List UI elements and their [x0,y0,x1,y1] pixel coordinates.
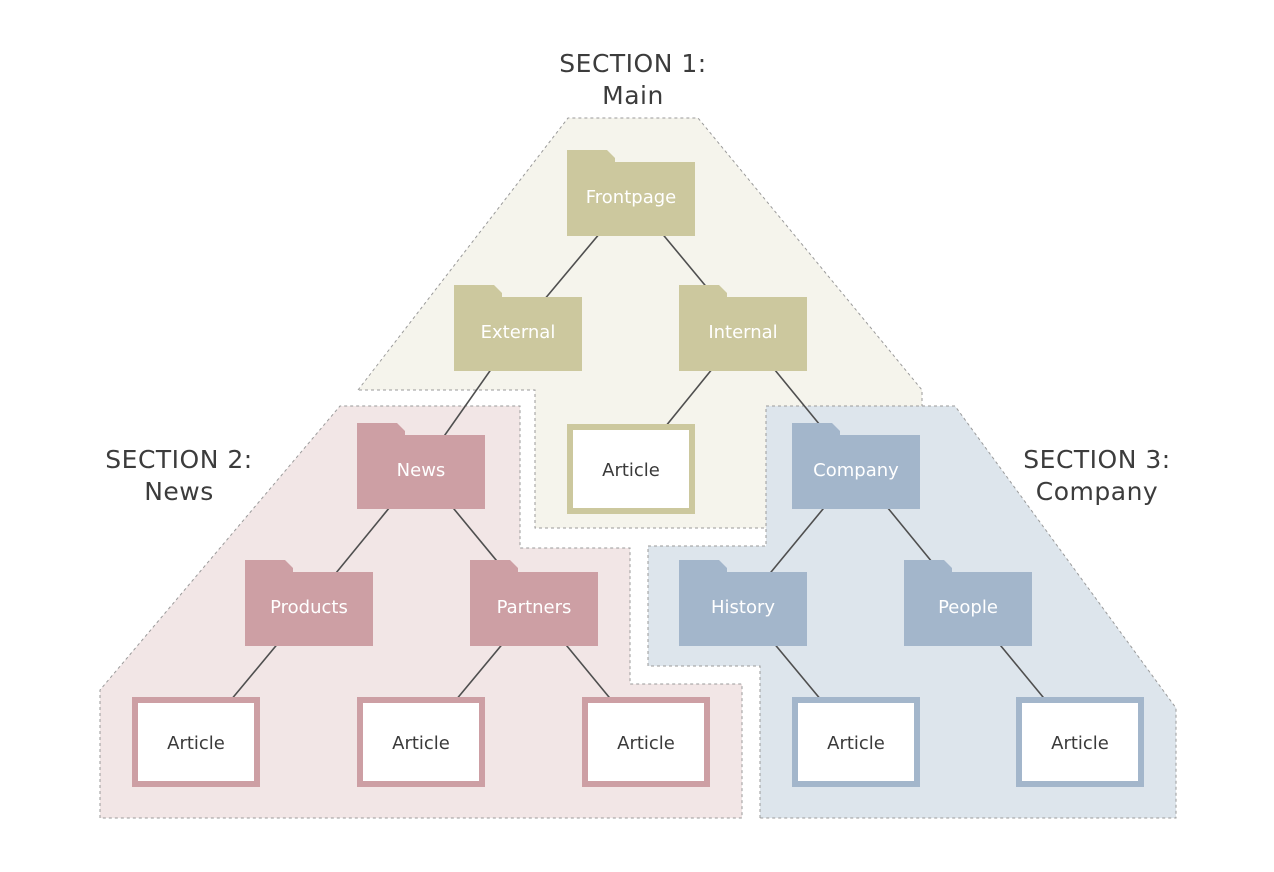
section-2-heading: SECTION 2: [105,445,253,474]
folder-tab-icon [792,423,840,435]
folder-tab-icon [245,560,293,572]
folder-label: Frontpage [586,187,676,208]
folder-icon [904,572,1032,646]
section-2-name: News [144,477,214,506]
article-label: Article [602,460,660,481]
folder-internal: Internal [679,285,807,371]
folder-frontpage: Frontpage [567,150,695,236]
folder-products: Products [245,560,373,646]
folder-tab-icon [904,560,952,572]
article-article-products: Article [132,697,260,787]
folder-icon [454,297,582,371]
folder-external: External [454,285,582,371]
folder-icon [470,572,598,646]
folder-icon [792,435,920,509]
folder-tab-icon [679,560,727,572]
article-label: Article [617,733,675,754]
folder-icon [679,297,807,371]
folder-icon [245,572,373,646]
article-box [582,697,710,787]
folder-label: Products [270,597,348,618]
article-label: Article [167,733,225,754]
article-label: Article [827,733,885,754]
article-box [132,697,260,787]
folder-label: External [481,322,556,343]
section-title-company: SECTION 3: Company [984,444,1210,508]
folder-label: People [938,597,998,618]
article-article-internal: Article [567,424,695,514]
article-article-partners-2: Article [582,697,710,787]
article-box [357,697,485,787]
folder-label: Partners [497,597,572,618]
region-news [99,405,743,819]
folder-people: People [904,560,1032,646]
folder-tab-icon [357,423,405,435]
folder-label: History [711,597,775,618]
section-3-name: Company [1035,477,1159,506]
article-label: Article [1051,733,1109,754]
folder-label: News [397,460,446,481]
article-label: Article [392,733,450,754]
section-3-heading: SECTION 3: [1023,445,1171,474]
folder-label: Company [813,460,899,481]
folder-tab-icon [679,285,727,297]
folder-news: News [357,423,485,509]
article-article-people: Article [1016,697,1144,787]
folder-label: Internal [708,322,777,343]
article-article-partners-1: Article [357,697,485,787]
folder-tab-icon [470,560,518,572]
section-title-news: SECTION 2: News [66,444,292,508]
article-box [792,697,920,787]
folder-history: History [679,560,807,646]
folder-company: Company [792,423,920,509]
folder-icon [679,572,807,646]
folder-icon [567,162,695,236]
article-article-history: Article [792,697,920,787]
section-1-heading: SECTION 1: [559,49,707,78]
folder-icon [357,435,485,509]
article-box [567,424,695,514]
section-1-name: Main [602,81,664,110]
article-box [1016,697,1144,787]
folder-partners: Partners [470,560,598,646]
folder-tab-icon [567,150,615,162]
folder-tab-icon [454,285,502,297]
section-title-main: SECTION 1: Main [520,48,746,112]
